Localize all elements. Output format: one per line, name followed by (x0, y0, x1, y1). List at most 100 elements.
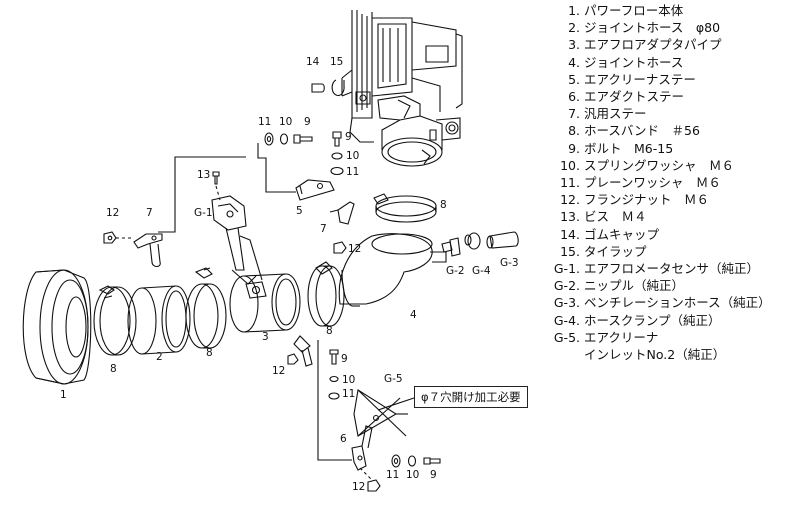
callout-6: 6 (340, 433, 347, 445)
leader-line-7a (158, 156, 246, 233)
legend-number: 12. (560, 192, 580, 208)
legend-item: 5.エアクリーナステー (542, 71, 798, 88)
callout-8a: 8 (110, 363, 117, 375)
callout-labels: 1 2 3 4 5 6 7 7 8 8 8 8 9 9 9 9 10 10 10… (60, 56, 519, 493)
hose-band-8-d (373, 193, 437, 223)
air-cleaner-stay-5 (295, 179, 335, 201)
legend-item: 2.ジョイントホース φ80 (542, 19, 798, 36)
air-duct-stay-6 (351, 425, 373, 471)
legend-number: 8. (568, 123, 580, 139)
legend-number: G-5. (553, 329, 580, 345)
legend-number: 9. (568, 140, 580, 156)
callout-5: 5 (296, 205, 303, 217)
legend-item: G-5.エアクリーナ (542, 329, 798, 346)
joint-hose-4-elbow (338, 233, 447, 307)
legend-number: 14. (560, 226, 580, 242)
legend-item: 3.エアフロアダプタパイプ (542, 36, 798, 53)
legend-text: プレーンワッシャ Ｍ６ (584, 175, 721, 191)
callout-12a: 12 (106, 207, 119, 219)
legend-text: フランジナット Ｍ６ (584, 192, 710, 208)
legend-item: 10.スプリングワッシャ Ｍ６ (542, 157, 798, 174)
washer-11-mid (330, 166, 344, 176)
callout-4: 4 (410, 309, 417, 321)
flange-nut-12-bottom (367, 479, 381, 492)
flange-nut-12-right (333, 241, 347, 254)
legend-number: 4. (568, 54, 580, 70)
callout-8d: 8 (440, 199, 447, 211)
callout-7a: 7 (146, 207, 153, 219)
legend-item: 13.ビス Ｍ４ (542, 208, 798, 225)
engine-throttle-body (341, 10, 463, 167)
legend-item: 6.エアダクトステー (542, 88, 798, 105)
legend-item: 15.タイラップ (542, 243, 798, 260)
legend-number: G-1. (553, 261, 580, 277)
stay-7-right (329, 201, 355, 225)
washer-11-bottom (391, 454, 401, 468)
callout-11a: 11 (258, 116, 271, 128)
bracket-lower-left (293, 335, 313, 367)
legend-number: G-4. (553, 312, 580, 328)
callout-10a: 10 (279, 116, 292, 128)
legend-continuation: インレットNo.2（純正） (584, 347, 726, 363)
legend-item: 1.パワーフロー本体 (542, 2, 798, 19)
callout-12b: 12 (348, 243, 361, 255)
legend-number: 10. (560, 157, 580, 173)
callout-11d: 11 (386, 469, 399, 481)
legend-text: エアフロメータセンサ（純正） (584, 261, 760, 277)
callout-g5: G-5 (384, 373, 403, 385)
legend-item: 9.ボルト M6-15 (542, 140, 798, 157)
bolt-9-vertical (332, 131, 342, 147)
callout-9c: 9 (341, 353, 348, 365)
rubber-cap-14 (311, 83, 325, 93)
spring-washer-10-lower (329, 375, 339, 383)
legend-item: G-2.ニップル（純正） (542, 277, 798, 294)
callout-g4: G-4 (472, 265, 491, 277)
callout-10c: 10 (342, 374, 355, 386)
flange-nut-12-left (103, 231, 117, 244)
legend-text: エアフロアダプタパイプ (584, 37, 722, 53)
legend-text: ベンチレーションホース（純正） (584, 295, 771, 311)
callout-11b: 11 (346, 166, 359, 178)
legend-text: ジョイントホース φ80 (584, 20, 721, 36)
legend-item: G-3.ベンチレーションホース（純正） (542, 294, 798, 311)
legend-text: ジョイントホース (584, 54, 684, 70)
callout-10d: 10 (406, 469, 419, 481)
stay-7-left (133, 233, 163, 268)
legend-text: ホースバンド ＃56 (584, 123, 700, 139)
legend-item: G-1.エアフロメータセンサ（純正） (542, 260, 798, 277)
callout-14: 14 (306, 56, 320, 68)
legend-item: 14.ゴムキャップ (542, 226, 798, 243)
legend-number: 7. (568, 106, 580, 122)
legend-item: 11.プレーンワッシャ Ｍ６ (542, 174, 798, 191)
legend-item: G-4.ホースクランプ（純正） (542, 312, 798, 329)
callout-13: 13 (197, 169, 210, 181)
tie-wrap-15 (331, 79, 345, 97)
hose-band-8-c (307, 261, 345, 327)
legend-number: 11. (560, 175, 580, 191)
callout-15: 15 (330, 56, 343, 68)
legend-text: エアクリーナステー (584, 71, 696, 87)
legend-number: 3. (568, 37, 580, 53)
callout-g2: G-2 (446, 265, 465, 277)
leader-line-note (377, 397, 415, 411)
spring-washer-10-mid (331, 152, 343, 160)
flange-nut-12-lower-left (287, 353, 299, 365)
callout-8b: 8 (206, 347, 213, 359)
callout-g3: G-3 (500, 257, 519, 269)
callout-9b: 9 (345, 131, 352, 143)
joint-hose-2 (127, 285, 191, 355)
bolt-9-lower (329, 349, 339, 365)
legend-text: ボルト M6-15 (584, 140, 674, 156)
legend-item: 4.ジョイントホース (542, 54, 798, 71)
legend-item: 7.汎用ステー (542, 105, 798, 122)
power-flow-body-1 (22, 269, 92, 385)
hose-band-8-b (185, 267, 227, 349)
callout-12c: 12 (272, 365, 285, 377)
parts-legend: 1.パワーフロー本体 2.ジョイントホース φ80 3.エアフロアダプタパイプ … (542, 2, 798, 363)
legend-number: 6. (568, 89, 580, 105)
callout-8c: 8 (326, 325, 333, 337)
legend-number: 1. (568, 3, 580, 18)
legend-text: ゴムキャップ (584, 226, 660, 242)
spring-washer-10-top (279, 133, 289, 145)
